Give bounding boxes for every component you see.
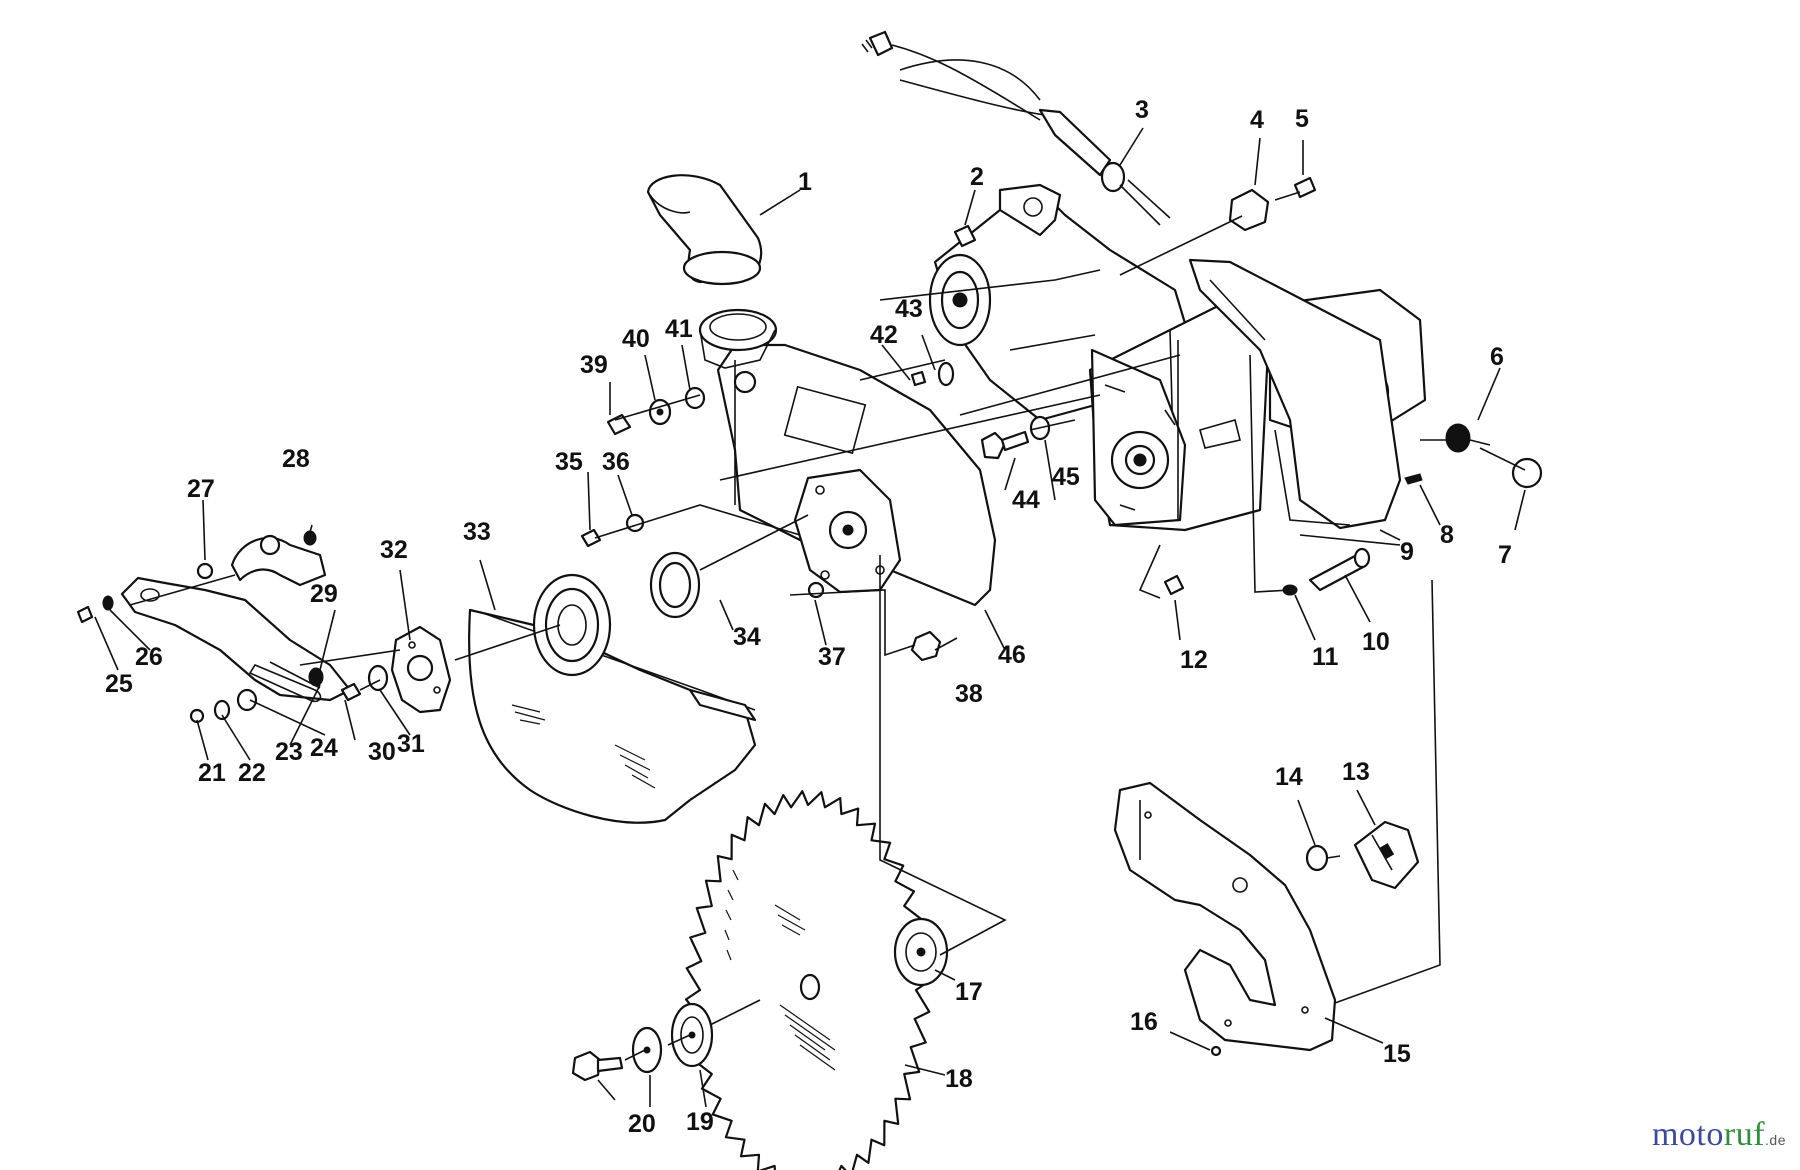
part-label-15: 15 (1383, 1040, 1411, 1068)
fastener-22 (213, 699, 231, 721)
part-label-23: 23 (275, 738, 303, 766)
part-label-22: 22 (238, 759, 266, 787)
part-label-5: 5 (1295, 105, 1309, 133)
nut-38 (910, 630, 942, 662)
part-label-13: 13 (1342, 758, 1370, 786)
part-label-42: 42 (870, 321, 898, 349)
link-bracket (230, 534, 327, 587)
screw-2 (953, 224, 977, 248)
part-label-1: 1 (798, 168, 812, 196)
strain-relief-4 (1228, 188, 1270, 232)
part-label-19: 19 (686, 1108, 714, 1136)
part-label-12: 12 (1180, 646, 1208, 674)
cap-7 (1511, 457, 1543, 489)
washer-31 (367, 664, 389, 692)
part-label-30: 30 (368, 738, 396, 766)
part-label-46: 46 (998, 641, 1026, 669)
part-number-labels: 1 2 3 4 5 6 7 8 9 10 11 12 13 14 15 16 1… (105, 96, 1512, 1138)
pin-10 (1308, 547, 1371, 592)
part-label-34: 34 (733, 623, 761, 651)
bolt-30 (340, 682, 362, 702)
bolt-44 (980, 430, 1030, 460)
watermark-part1: moto (1651, 1116, 1724, 1153)
dust-elbow (646, 174, 763, 286)
part-label-36: 36 (602, 448, 630, 476)
screw-8 (1404, 473, 1423, 485)
part-label-37: 37 (818, 643, 846, 671)
spindle-bushing (649, 551, 701, 619)
washer-26 (102, 595, 114, 611)
screw-12 (1163, 574, 1185, 596)
screw-28 (303, 530, 317, 546)
part-label-16: 16 (1130, 1008, 1158, 1036)
blade-washer (631, 1026, 663, 1074)
part-label-25: 25 (105, 670, 133, 698)
site-watermark: motoruf.de (1652, 1116, 1786, 1154)
part-label-41: 41 (665, 315, 693, 343)
guard-plate (390, 625, 452, 714)
saw-blade (685, 790, 931, 1170)
part-label-3: 3 (1135, 96, 1149, 124)
part-label-11: 11 (1312, 643, 1339, 671)
motor-housing (928, 183, 1427, 532)
part-label-43: 43 (895, 295, 923, 323)
handle-grip (1113, 781, 1337, 1052)
fastener-9 (1299, 534, 1401, 546)
part-label-40: 40 (622, 325, 650, 353)
power-cord (861, 30, 1171, 226)
part-label-32: 32 (380, 536, 408, 564)
spring-6 (1445, 423, 1491, 453)
part-label-10: 10 (1362, 628, 1390, 656)
part-label-28: 28 (282, 445, 310, 473)
part-label-9: 9 (1400, 538, 1414, 566)
guard-nut-46 (733, 370, 757, 394)
trigger-switch (1353, 820, 1420, 890)
upper-blade-guard (698, 308, 997, 607)
switch-screw (1305, 844, 1341, 872)
lower-blade-guard (468, 573, 757, 824)
blade-flange-outer (670, 1002, 714, 1068)
part-label-2: 2 (970, 163, 984, 191)
blade-bolt (571, 1050, 624, 1082)
blade-flange-inner (893, 917, 949, 987)
leader-lines (94, 127, 1526, 1108)
washer-40 (648, 398, 672, 426)
nut-27 (196, 562, 214, 580)
part-label-18: 18 (945, 1065, 973, 1093)
part-label-27: 27 (187, 475, 215, 503)
part-label-4: 4 (1250, 106, 1264, 134)
part-label-26: 26 (135, 643, 163, 671)
nut-41 (684, 386, 706, 410)
part-label-24: 24 (310, 734, 338, 762)
part-label-8: 8 (1440, 521, 1454, 549)
part-label-14: 14 (1275, 763, 1303, 791)
screw-39 (606, 413, 632, 436)
fastener-23 (236, 688, 258, 712)
part-label-35: 35 (555, 448, 583, 476)
watermark-part3: .de (1765, 1132, 1786, 1148)
screw-42 (910, 370, 927, 387)
part-label-44: 44 (1012, 486, 1040, 514)
part-label-38: 38 (955, 680, 983, 708)
part-label-6: 6 (1490, 343, 1504, 371)
screw-16 (1210, 1045, 1222, 1057)
part-label-45: 45 (1052, 463, 1080, 491)
part-label-31: 31 (397, 730, 425, 758)
part-label-17: 17 (955, 978, 983, 1006)
washer-43 (937, 361, 955, 387)
part-label-7: 7 (1498, 541, 1512, 569)
part-label-21: 21 (198, 759, 226, 787)
nut-37 (807, 581, 825, 599)
fastener-24 (308, 667, 324, 687)
screw-25 (76, 605, 94, 624)
part-label-39: 39 (580, 351, 608, 379)
part-label-20: 20 (628, 1110, 656, 1138)
watermark-part2: ruf (1723, 1116, 1766, 1153)
screw-5 (1274, 176, 1317, 201)
part-label-29: 29 (310, 580, 338, 608)
screw-35 (580, 528, 602, 548)
part-label-33: 33 (463, 518, 491, 546)
